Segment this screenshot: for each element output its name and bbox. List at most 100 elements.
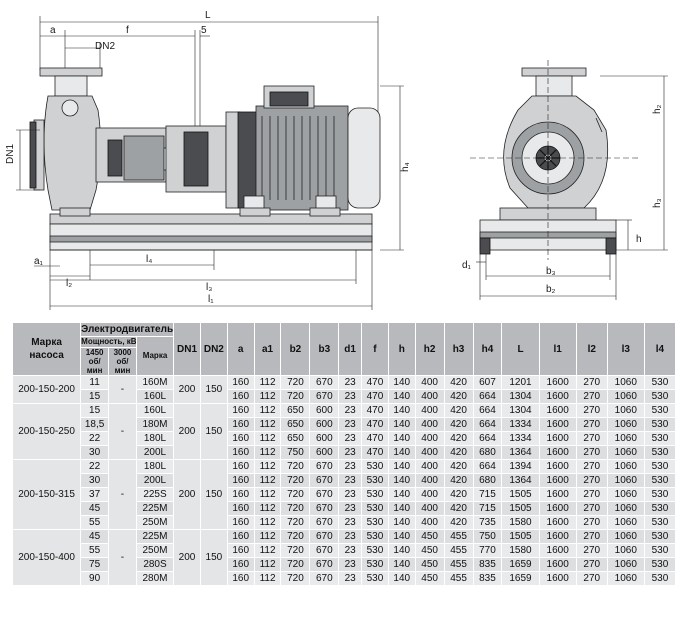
cell-h4: 607	[472, 375, 503, 390]
cell-h: 140	[387, 529, 416, 544]
cell-l1: 1600	[538, 473, 577, 488]
cell-h2: 450	[414, 571, 445, 586]
cell-h4: 715	[472, 501, 503, 516]
cell-l1: 1600	[538, 529, 577, 544]
cell-h: 140	[387, 515, 416, 530]
cell-a: 160	[226, 515, 255, 530]
cell-l1: 1600	[538, 543, 577, 558]
cell-d1: 23	[338, 445, 362, 460]
label-b2: b₂	[546, 284, 556, 295]
cell-h: 140	[387, 557, 416, 572]
cell-motor-brand: 160L	[135, 403, 175, 418]
cell-L: 1505	[501, 487, 540, 502]
cell-motor-brand: 180L	[135, 459, 175, 474]
cell-pump-model: 200-150-250	[11, 403, 82, 460]
cell-motor-brand: 280S	[135, 557, 175, 572]
cell-l2: 270	[575, 389, 608, 404]
label-d1: d₁	[462, 260, 472, 271]
cell-power-3000: -	[108, 375, 137, 404]
cell-l2: 270	[575, 557, 608, 572]
cell-f: 530	[361, 557, 389, 572]
cell-h3: 420	[443, 417, 474, 432]
cell-b2: 650	[280, 417, 311, 432]
cell-dn2: 150	[199, 375, 228, 404]
cell-l1: 1600	[538, 431, 577, 446]
cell-l3: 1060	[606, 557, 645, 572]
cell-a: 160	[226, 487, 255, 502]
cell-power-1450: 22	[80, 459, 110, 474]
cell-h2: 400	[414, 403, 445, 418]
cell-a: 160	[226, 375, 255, 390]
cell-l2: 270	[575, 571, 608, 586]
cell-a1: 112	[253, 389, 282, 404]
cell-h4: 770	[472, 543, 503, 558]
header-L: L	[501, 322, 540, 376]
cell-dn1: 200	[173, 459, 201, 530]
cell-L: 1364	[501, 445, 540, 460]
header-dn2: DN2	[199, 322, 228, 376]
label-f: f	[126, 25, 129, 36]
label-5: 5	[201, 25, 207, 36]
cell-b3: 600	[309, 417, 340, 432]
cell-dn2: 150	[199, 529, 228, 586]
cell-a1: 112	[253, 431, 282, 446]
cell-d1: 23	[338, 571, 362, 586]
cell-d1: 23	[338, 529, 362, 544]
cell-dn1: 200	[173, 529, 201, 586]
cell-l4: 530	[643, 529, 677, 544]
cell-power-1450: 18,5	[80, 417, 110, 432]
cell-f: 470	[361, 389, 389, 404]
cell-l3: 1060	[606, 473, 645, 488]
cell-L: 1304	[501, 389, 540, 404]
cell-a: 160	[226, 543, 255, 558]
cell-b3: 670	[309, 515, 340, 530]
cell-h3: 420	[443, 487, 474, 502]
cell-L: 1201	[501, 375, 540, 390]
cell-power-3000: -	[108, 459, 137, 530]
cell-b3: 670	[309, 543, 340, 558]
cell-l1: 1600	[538, 501, 577, 516]
cell-L: 1304	[501, 403, 540, 418]
cell-h2: 400	[414, 389, 445, 404]
header-l1: l1	[538, 322, 577, 376]
label-L: L	[205, 10, 211, 21]
label-l3: l₃	[206, 282, 212, 293]
cell-h: 140	[387, 417, 416, 432]
cell-f: 470	[361, 431, 389, 446]
cell-motor-brand: 250M	[135, 515, 175, 530]
cell-l2: 270	[575, 515, 608, 530]
header-b2: b2	[280, 322, 311, 376]
cell-f: 530	[361, 571, 389, 586]
cell-h3: 455	[443, 529, 474, 544]
cell-h: 140	[387, 375, 416, 390]
cell-a1: 112	[253, 487, 282, 502]
cell-L: 1505	[501, 501, 540, 516]
cell-l1: 1600	[538, 515, 577, 530]
cell-d1: 23	[338, 543, 362, 558]
cell-h4: 664	[472, 417, 503, 432]
cell-b2: 720	[280, 543, 311, 558]
cell-l3: 1060	[606, 459, 645, 474]
cell-motor-brand: 200L	[135, 473, 175, 488]
cell-b3: 670	[309, 459, 340, 474]
cell-b3: 670	[309, 501, 340, 516]
cell-h2: 400	[414, 375, 445, 390]
cell-h3: 455	[443, 557, 474, 572]
cell-h3: 455	[443, 543, 474, 558]
cell-b3: 600	[309, 431, 340, 446]
cell-L: 1334	[501, 417, 540, 432]
cell-h2: 400	[414, 459, 445, 474]
cell-l2: 270	[575, 487, 608, 502]
cell-l4: 530	[643, 375, 677, 390]
cell-a: 160	[226, 431, 255, 446]
header-f: f	[361, 322, 389, 376]
cell-b2: 720	[280, 557, 311, 572]
cell-power-1450: 22	[80, 431, 110, 446]
